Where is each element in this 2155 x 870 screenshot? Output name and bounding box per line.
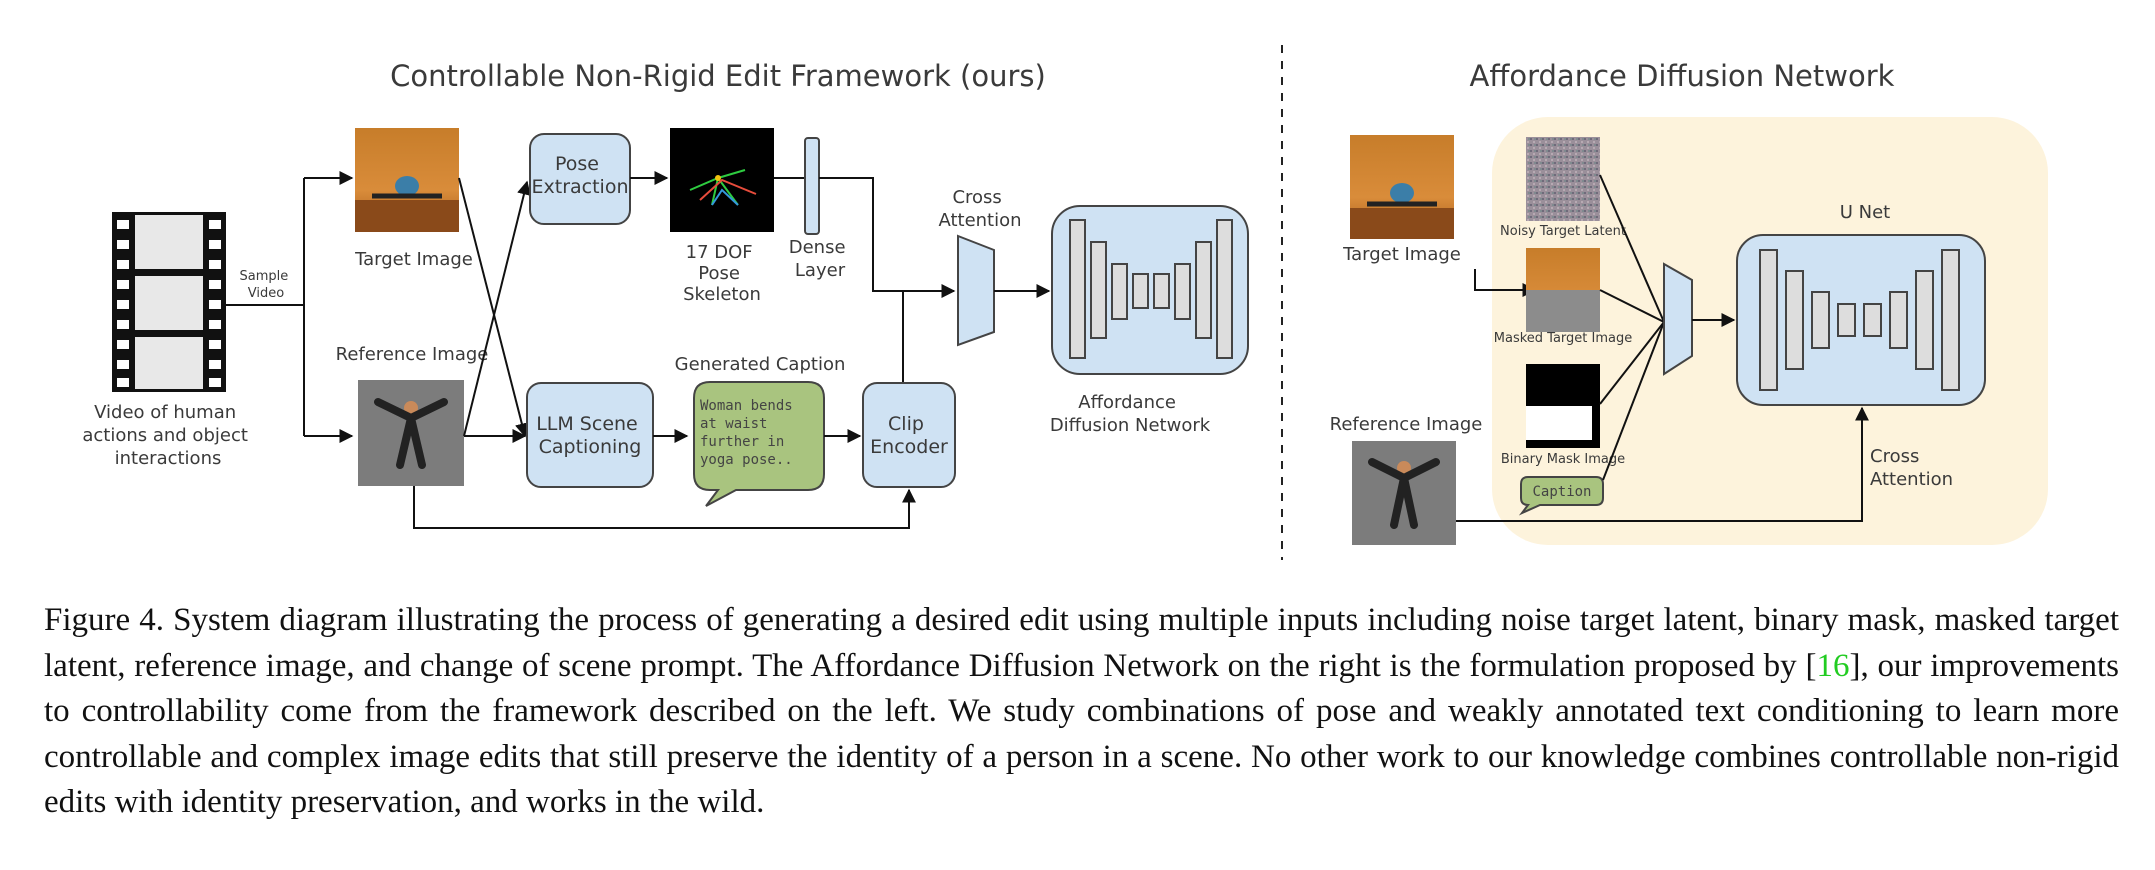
clip-encoder-box [862,382,956,488]
target-image-thumbnail [355,128,459,232]
llm-scene-captioning-box [526,382,654,488]
generated-caption-text: Woman bends at waist further in yoga pos… [700,398,801,468]
pose-extraction-label: Pose Extraction [532,153,629,198]
system-diagram-figure: Controllable Non-Rigid Edit Framework (o… [82,45,2048,560]
figure-caption: Figure 4. System diagram illustrating th… [44,598,2119,826]
right-reference-image-label: Reference Image [1330,414,1483,435]
reference-image-thumbnail [358,380,464,486]
unet-label: U Net [1840,202,1891,223]
caption-text-start: Figure 4. System diagram illustrating th… [44,602,2119,684]
noisy-target-latent-label: Noisy Target Latent [1500,224,1626,239]
film-strip-icon [112,212,226,392]
pose-skeleton-image [670,128,774,232]
right-cross-attention-label: Cross Attention [1870,446,1953,490]
adn-label: Affordance Diffusion Network [1050,392,1211,436]
video-label: Video of human actions and object intera… [82,402,253,469]
cross-attention-block [957,234,995,347]
dense-layer-label: Dense Layer [789,237,852,281]
clip-encoder-label: Clip Encoder [870,413,948,458]
cross-attention-label: Cross Attention [938,187,1021,231]
input-encoder-block [1663,262,1693,376]
generated-caption-bubble [693,381,825,507]
caption-bubble-text: Caption [1532,484,1591,500]
right-target-image-thumbnail [1350,135,1454,239]
unet-layer-stack [1759,249,1960,391]
adn-layer-stack [1069,219,1233,359]
target-image-label: Target Image [354,249,473,270]
masked-target-image [1526,248,1600,332]
masked-target-image-label: Masked Target Image [1494,331,1632,346]
citation-link[interactable]: 16 [1816,647,1850,684]
pose-skeleton-label: 17 DOF Pose Skeleton [683,242,761,305]
caption-text-end: ], our improvements to controllability c… [44,647,2120,821]
binary-mask-image-label: Binary Mask Image [1501,452,1625,467]
noisy-target-latent-image [1526,137,1600,221]
left-panel-title: Controllable Non-Rigid Edit Framework (o… [390,59,1046,93]
reference-image-label: Reference Image [336,344,489,365]
dense-layer-bar [804,137,820,235]
right-target-image-label: Target Image [1342,244,1461,265]
right-panel-title: Affordance Diffusion Network [1470,59,1895,93]
llm-scene-captioning-label: LLM Scene Captioning [536,413,644,458]
sample-video-label: Sample Video [240,269,293,301]
binary-mask-image [1526,364,1600,448]
right-reference-image-thumbnail [1352,441,1456,545]
caption-bubble [1518,476,1604,516]
generated-caption-label: Generated Caption [675,354,846,375]
